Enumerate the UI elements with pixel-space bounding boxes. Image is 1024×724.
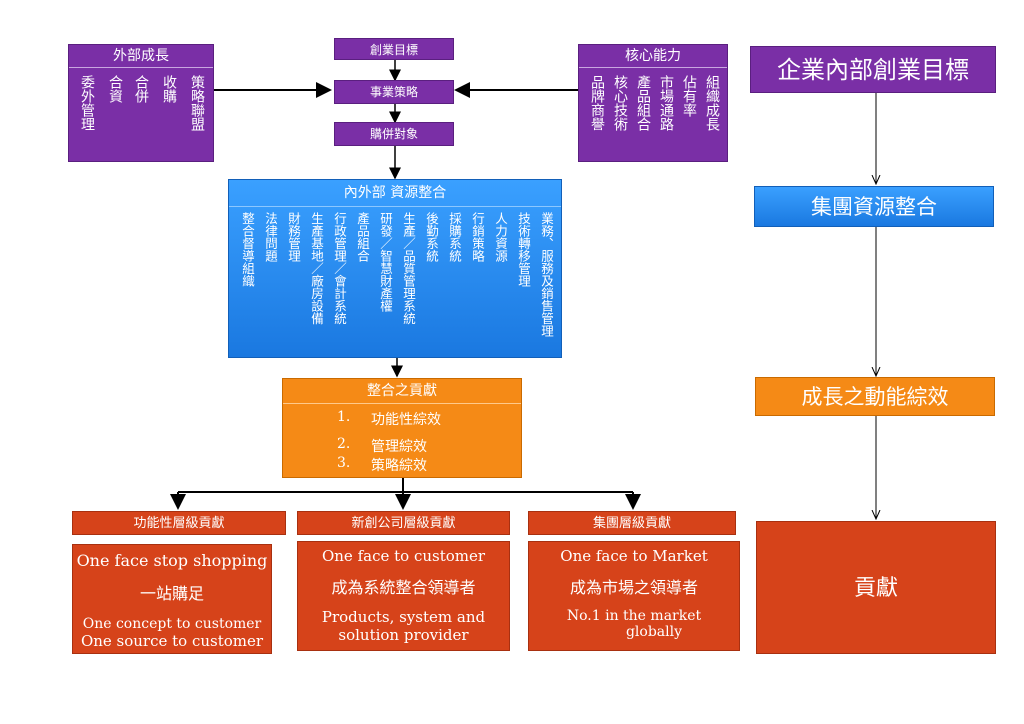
integration-item: 產品組合 xyxy=(355,212,370,262)
level-line: Products, system and xyxy=(321,608,486,626)
acquisition-target-box: 購併對象 xyxy=(334,122,454,146)
contribution-item: 管理綜效 xyxy=(371,439,427,455)
contribution-item: 策略綜效 xyxy=(371,458,427,474)
core-item: 市場通路 xyxy=(658,75,674,131)
integration-item: 生產基地／廠房設備 xyxy=(309,212,324,325)
group-level-header: 集團層級貢獻 xyxy=(528,511,736,535)
growth-synergy-box: 成長之動能綜效 xyxy=(755,377,995,416)
resource-integration-box: 內外部 資源整合 整合督導組織 法律問題 財務管理 生產基地／廠房設備 行政管理… xyxy=(228,179,562,358)
contribution-item: 功能性綜效 xyxy=(371,412,441,428)
integration-item: 法律問題 xyxy=(263,212,278,262)
external-item: 委外管理 xyxy=(79,75,95,131)
level-line: One face stop shopping xyxy=(76,551,268,570)
level-line: One face to customer xyxy=(321,547,486,565)
integration-item: 財務管理 xyxy=(286,212,301,262)
external-growth-box: 外部成長 委外管理 合資 合併 收購 策略聯盟 xyxy=(68,44,214,162)
core-item: 核心技術 xyxy=(612,75,628,131)
integration-contribution-title: 整合之貢獻 xyxy=(283,379,521,404)
integration-item: 行政管理／會計系統 xyxy=(332,212,347,325)
external-item: 收購 xyxy=(161,75,177,103)
external-item: 策略聯盟 xyxy=(189,75,205,131)
integration-item: 技術轉移管理 xyxy=(516,212,531,287)
core-item: 品牌商譽 xyxy=(589,75,605,131)
startup-level-body: One face to customer 成為系統整合領導者 Products,… xyxy=(297,541,510,651)
group-level-body: One face to Market 成為市場之領導者 No.1 in the … xyxy=(528,541,740,651)
integration-contribution-box: 整合之貢獻 1. 功能性綜效 2. 管理綜效 3. 策略綜效 xyxy=(282,378,522,478)
level-line: One source to customer xyxy=(80,632,264,650)
integration-item: 生產／品質管理系統 xyxy=(401,212,416,325)
core-capability-title: 核心能力 xyxy=(579,45,727,68)
level-line: 一站購足 xyxy=(139,584,204,603)
level-line: No.1 in the market xyxy=(566,608,702,624)
integration-item: 人力資源 xyxy=(493,212,508,262)
core-item: 組織成長 xyxy=(704,75,720,131)
core-item: 佔有率 xyxy=(681,75,697,117)
core-capability-box: 核心能力 品牌商譽 核心技術 產品組合 市場通路 佔有率 組織成長 xyxy=(578,44,728,162)
contribution-num: 3. xyxy=(337,455,351,471)
level-line: One face to Market xyxy=(560,547,708,565)
resource-integration-title: 內外部 資源整合 xyxy=(229,180,561,207)
level-line: One concept to customer xyxy=(82,616,262,632)
external-item: 合資 xyxy=(107,75,123,103)
integration-item: 業務、服務及銷售管理 xyxy=(539,212,554,337)
contribution-num: 2. xyxy=(337,436,351,452)
integration-item: 採購系統 xyxy=(447,212,462,262)
functional-level-header: 功能性層級貢獻 xyxy=(72,511,286,535)
integration-item: 研發／智慧財產權 xyxy=(378,212,393,312)
startup-level-header: 新創公司層級貢獻 xyxy=(297,511,510,535)
level-line: 成為市場之領導者 xyxy=(569,578,698,597)
level-line: 成為系統整合領導者 xyxy=(331,578,476,597)
functional-level-body: One face stop shopping 一站購足 One concept … xyxy=(72,544,272,654)
business-strategy-box: 事業策略 xyxy=(334,80,454,104)
core-item: 產品組合 xyxy=(635,75,651,131)
external-item: 合併 xyxy=(133,75,149,103)
external-growth-title: 外部成長 xyxy=(69,45,213,68)
venture-goal-box: 創業目標 xyxy=(334,38,454,60)
group-resource-integration-box: 集團資源整合 xyxy=(754,186,994,227)
contribution-num: 1. xyxy=(337,409,351,425)
integration-item: 行銷策略 xyxy=(470,212,485,262)
integration-item: 後勤系統 xyxy=(424,212,439,262)
internal-venture-goal-box: 企業內部創業目標 xyxy=(750,46,996,93)
integration-item: 整合督導組織 xyxy=(240,212,255,287)
contribution-box: 貢獻 xyxy=(756,521,996,654)
level-line: solution provider xyxy=(338,626,469,644)
level-line: globally xyxy=(625,624,683,640)
